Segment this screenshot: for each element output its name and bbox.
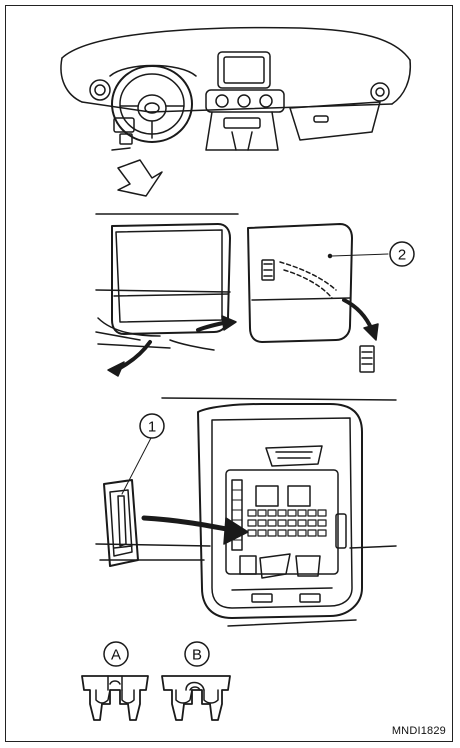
callout-1: 1 bbox=[140, 414, 164, 438]
fuse-b-illustration bbox=[162, 676, 230, 720]
panel-removal-illustration bbox=[96, 214, 388, 376]
callout-2: 2 bbox=[390, 242, 414, 266]
callout-b-label: B bbox=[192, 647, 202, 664]
callout-b: B bbox=[185, 642, 209, 666]
zoom-arrow bbox=[118, 160, 162, 196]
fuse-a-illustration bbox=[82, 676, 148, 720]
figure-id: MNDI1829 bbox=[392, 725, 446, 737]
callout-2-label: 2 bbox=[398, 247, 406, 264]
callout-a-label: A bbox=[111, 647, 121, 664]
dashboard-illustration bbox=[61, 28, 410, 150]
callout-a: A bbox=[104, 642, 128, 666]
callout-1-label: 1 bbox=[148, 419, 156, 436]
